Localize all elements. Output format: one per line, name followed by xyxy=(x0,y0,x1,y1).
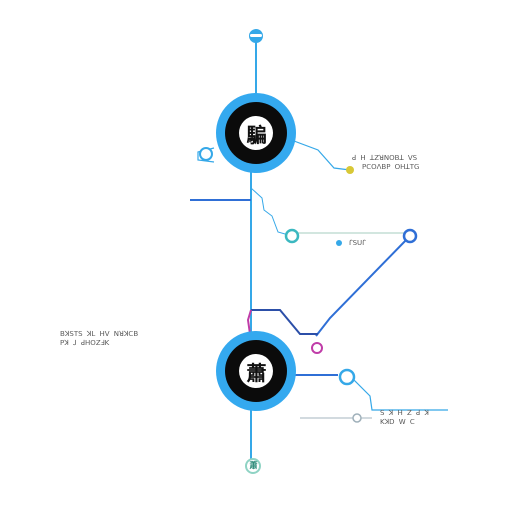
magenta-wire xyxy=(246,309,252,335)
top-endpoint-node[interactable] xyxy=(249,29,263,43)
left-label-line-1: ꓐꓘꓢꓔꓢ ꓘꓡ ꓧꓦ ꓠꓤꓘꓚꓐ xyxy=(60,330,139,338)
bottom-right-connector xyxy=(353,379,448,411)
bottom-hub-label: 蕭 xyxy=(246,361,267,385)
middle-label: ꓩꓢꓴꓩ xyxy=(349,239,366,247)
navy-loop xyxy=(251,309,318,335)
right-top-label-line-1: ꓒ ꓧ ꓕꓜꓤꓠꓳꓐꓕ ꓦꓢ xyxy=(352,154,418,162)
small-blue-dot[interactable] xyxy=(336,240,342,246)
right-top-label-line-2: ꓑꓚꓳꓥꓐꓑ ꓳꓧꓕꓔꓖ xyxy=(362,163,420,171)
bottom-right-label-line-1: ꓢ ꓘ ꓧ ꓜ ꓒ ꓘ xyxy=(380,409,429,417)
bottom-hub[interactable] xyxy=(216,331,296,411)
yellow-dot[interactable] xyxy=(346,166,354,174)
magenta-node[interactable] xyxy=(311,342,323,354)
mid-wavy-connector xyxy=(250,187,293,237)
bottom-endpoint-node[interactable] xyxy=(245,458,261,474)
left-label-line-2: ꓑꓘ ꓙ ꓒꓧꓳꓜꓞꓗ xyxy=(60,339,110,347)
teal-mid-node[interactable] xyxy=(284,228,300,244)
top-hub-connector xyxy=(285,137,351,171)
bottom-node-label: 蕭 xyxy=(249,460,258,470)
diagonal-connector xyxy=(315,235,411,337)
bottom-right-label-line-2: ꓗꓘꓓ ꓪ ꓚ xyxy=(380,418,415,426)
left-loop-node[interactable] xyxy=(197,147,215,163)
bottom-right-node[interactable] xyxy=(338,368,356,386)
top-hub-label: 騙 xyxy=(246,123,267,147)
right-node[interactable] xyxy=(402,228,418,244)
bottom-dim-node[interactable] xyxy=(352,413,362,423)
top-hub[interactable] xyxy=(216,93,296,173)
